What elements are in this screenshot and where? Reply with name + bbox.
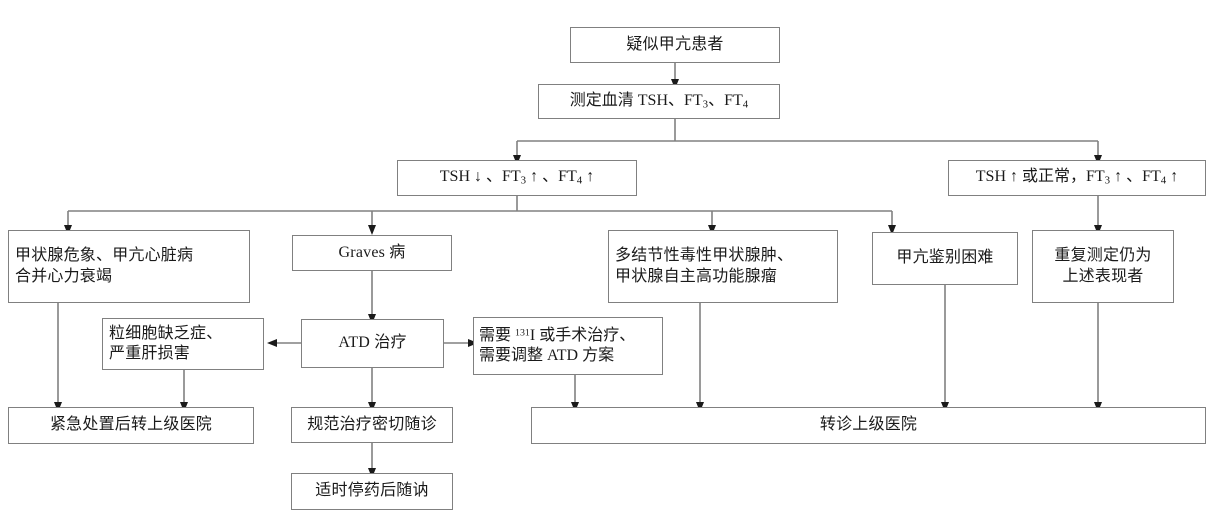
node-repeatsame-line1: 重复测定仍为 [1054, 247, 1152, 265]
node-harddiff-label: 甲亢鉴别困难 [896, 249, 994, 267]
node-refer-label: 转诊上级医院 [819, 416, 918, 434]
node-crisis-line1: 甲状腺危象、甲亢心脏病 [15, 247, 194, 265]
node-branch-right-label: TSH ↑ 或正常，FT3 ↑ 、FT4 ↑ [975, 168, 1179, 187]
node-emergency-label: 紧急处置后转上级医院 [49, 416, 212, 434]
node-crisis-line2: 合并心力衰竭 [15, 267, 113, 285]
node-emergency-transfer[interactable]: 紧急处置后转上级医院 [8, 407, 254, 444]
node-branch-tsh-low[interactable]: TSH ↓ 、FT3 ↑ 、FT4 ↑ [397, 160, 637, 196]
node-standard-treatment-followup[interactable]: 规范治疗密切随诊 [291, 407, 453, 443]
node-need-i131-or-surgery[interactable]: 需要 131I 或手术治疗、 需要调整 ATD 方案 [473, 317, 663, 375]
node-toxic-nodular-goiter[interactable]: 多结节性毒性甲状腺肿、 甲状腺自主高功能腺瘤 [608, 230, 838, 303]
node-hard-differentiation[interactable]: 甲亢鉴别困难 [872, 232, 1018, 285]
node-stopdrug-label: 适时停药后随讷 [315, 482, 429, 500]
node-stop-drug-followup[interactable]: 适时停药后随讷 [291, 473, 453, 510]
node-standard-label: 规范治疗密切随诊 [307, 415, 437, 433]
node-needi131-line2: 需要调整 ATD 方案 [479, 347, 615, 364]
node-agranulocytosis-line1: 粒细胞缺乏症、 [109, 324, 223, 342]
node-repeat-same-result[interactable]: 重复测定仍为 上述表现者 [1032, 230, 1174, 303]
node-branch-tsh-high[interactable]: TSH ↑ 或正常，FT3 ↑ 、FT4 ↑ [948, 160, 1206, 196]
node-atd-treatment[interactable]: ATD 治疗 [301, 319, 444, 368]
node-refer-upper-hospital[interactable]: 转诊上级医院 [531, 407, 1206, 444]
node-measure-serum[interactable]: 测定血清 TSH、FT3、FT4 [538, 84, 780, 119]
node-toxicgoiter-line2: 甲状腺自主高功能腺瘤 [615, 267, 778, 285]
node-branch-left-label: TSH ↓ 、FT3 ↑ 、FT4 ↑ [439, 168, 595, 187]
node-atd-label: ATD 治疗 [338, 334, 407, 352]
node-agranulocytosis[interactable]: 粒细胞缺乏症、 严重肝损害 [102, 318, 264, 370]
node-toxicgoiter-line1: 多结节性毒性甲状腺肿、 [615, 247, 794, 265]
node-measure-label: 测定血清 TSH、FT3、FT4 [569, 91, 749, 111]
node-graves-label: Graves 病 [338, 243, 406, 261]
node-needi131-line1: 需要 131I 或手术治疗、 [479, 326, 636, 344]
node-thyroid-crisis[interactable]: 甲状腺危象、甲亢心脏病 合并心力衰竭 [8, 230, 250, 303]
node-suspected-patient[interactable]: 疑似甲亢患者 [570, 27, 780, 63]
node-agranulocytosis-line2: 严重肝损害 [109, 345, 191, 362]
node-suspected-label: 疑似甲亢患者 [626, 35, 724, 53]
node-repeatsame-line2: 上述表现者 [1062, 267, 1144, 285]
node-graves-disease[interactable]: Graves 病 [292, 235, 452, 271]
